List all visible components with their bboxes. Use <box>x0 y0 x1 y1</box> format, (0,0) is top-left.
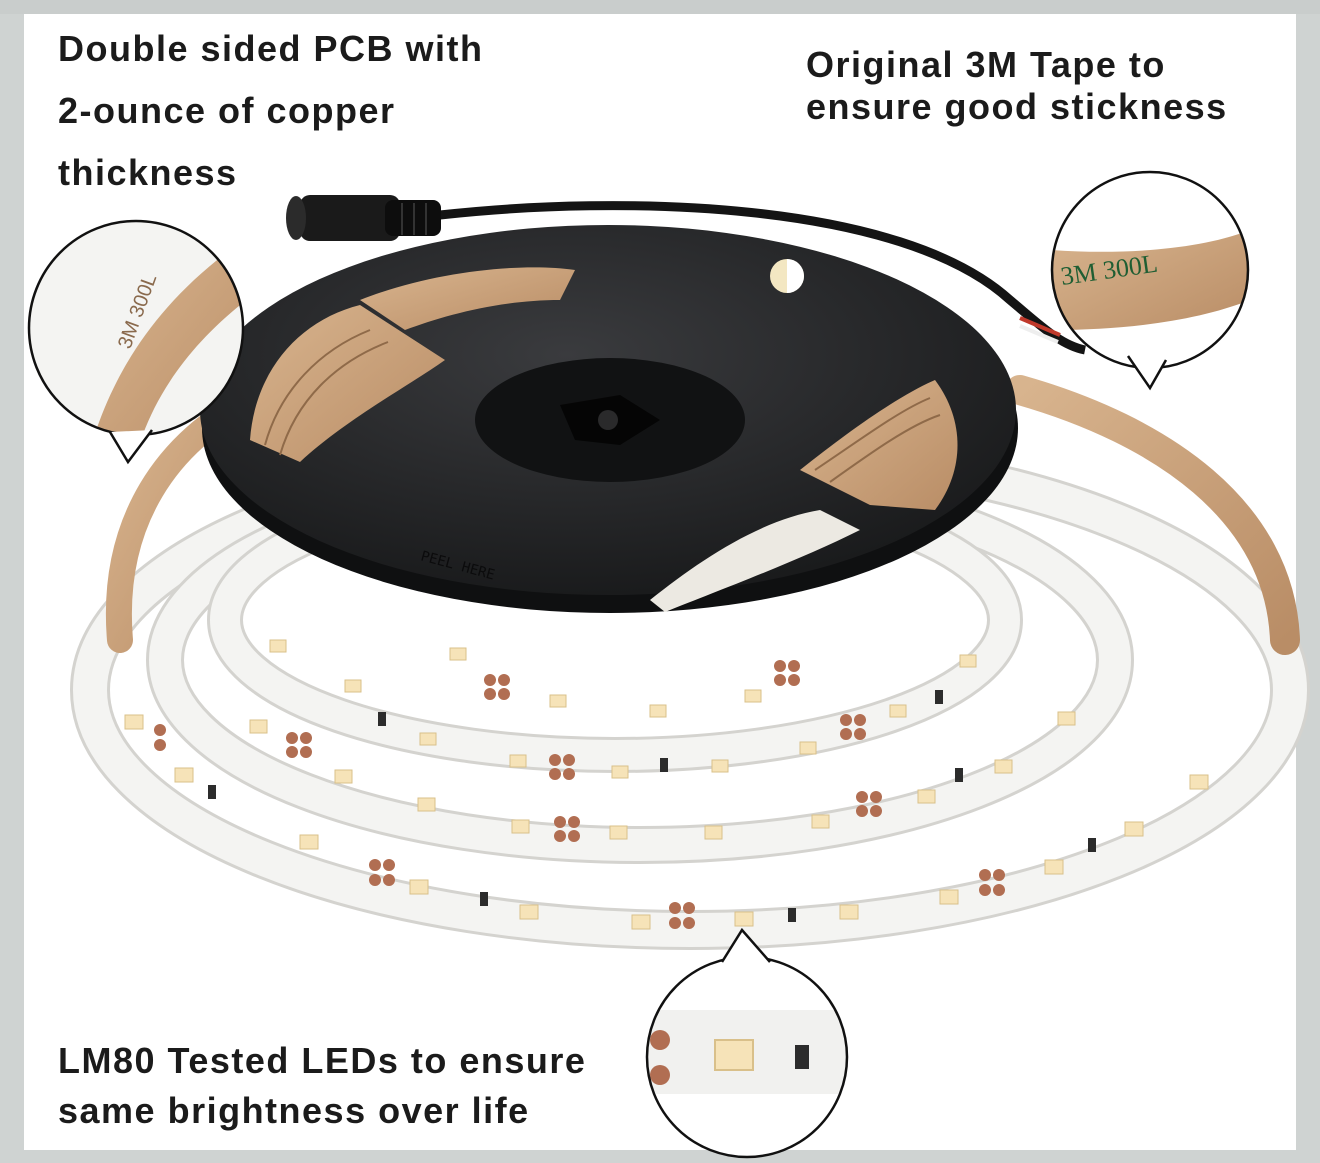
dc-power-connector <box>286 195 1087 355</box>
wire-red <box>1019 316 1061 337</box>
dc-jack-body <box>300 195 400 241</box>
resistor-chips <box>208 690 1096 922</box>
reel-window-right <box>800 380 958 510</box>
caption-tape-line1: Original 3M Tape to <box>806 44 1166 85</box>
caption-pcb-line1: Double sided PCB with <box>58 28 484 69</box>
reel: PEEL HERE <box>200 225 1018 613</box>
magnified-resistor <box>795 1045 809 1069</box>
caption-tape-line2: ensure good stickness <box>806 86 1228 127</box>
caption-3m-tape: Original 3M Tape to ensure good sticknes… <box>806 44 1228 128</box>
leds-outer-loop <box>124 714 1209 930</box>
reel-window-bottom <box>650 510 860 612</box>
copper-solder-pads <box>154 660 1005 929</box>
reel-window-top <box>360 267 575 330</box>
leds-inner-loop <box>269 639 977 779</box>
caption-pcb-line2: 2-ounce of copper <box>58 90 396 131</box>
dc-jack-opening <box>286 196 306 240</box>
led-components <box>124 639 1209 930</box>
leds-middle-loop <box>249 711 1076 840</box>
reel-window-stripes <box>264 329 941 483</box>
caption-lm80-leds: LM80 Tested LEDs to ensure same brightne… <box>58 1036 586 1136</box>
caption-pcb-line3: thickness <box>58 152 238 193</box>
reel-hub-center <box>598 410 618 430</box>
magnified-led <box>714 1039 754 1071</box>
adhesive-back-right <box>1005 375 1300 655</box>
caption-led-line2: same brightness over life <box>58 1090 530 1131</box>
callout-led-magnifier <box>645 927 849 1159</box>
callout-tape-magnifier: 3M 300L <box>1050 170 1250 391</box>
reel-window-left <box>250 305 445 462</box>
caption-led-line1: LM80 Tested LEDs to ensure <box>58 1040 587 1081</box>
top-border <box>0 0 1320 14</box>
callout-pcb-magnifier: 3M 300L <box>27 219 245 465</box>
wire-white <box>1019 324 1059 344</box>
caption-double-sided-pcb: Double sided PCB with 2-ounce of copper … <box>58 18 484 204</box>
